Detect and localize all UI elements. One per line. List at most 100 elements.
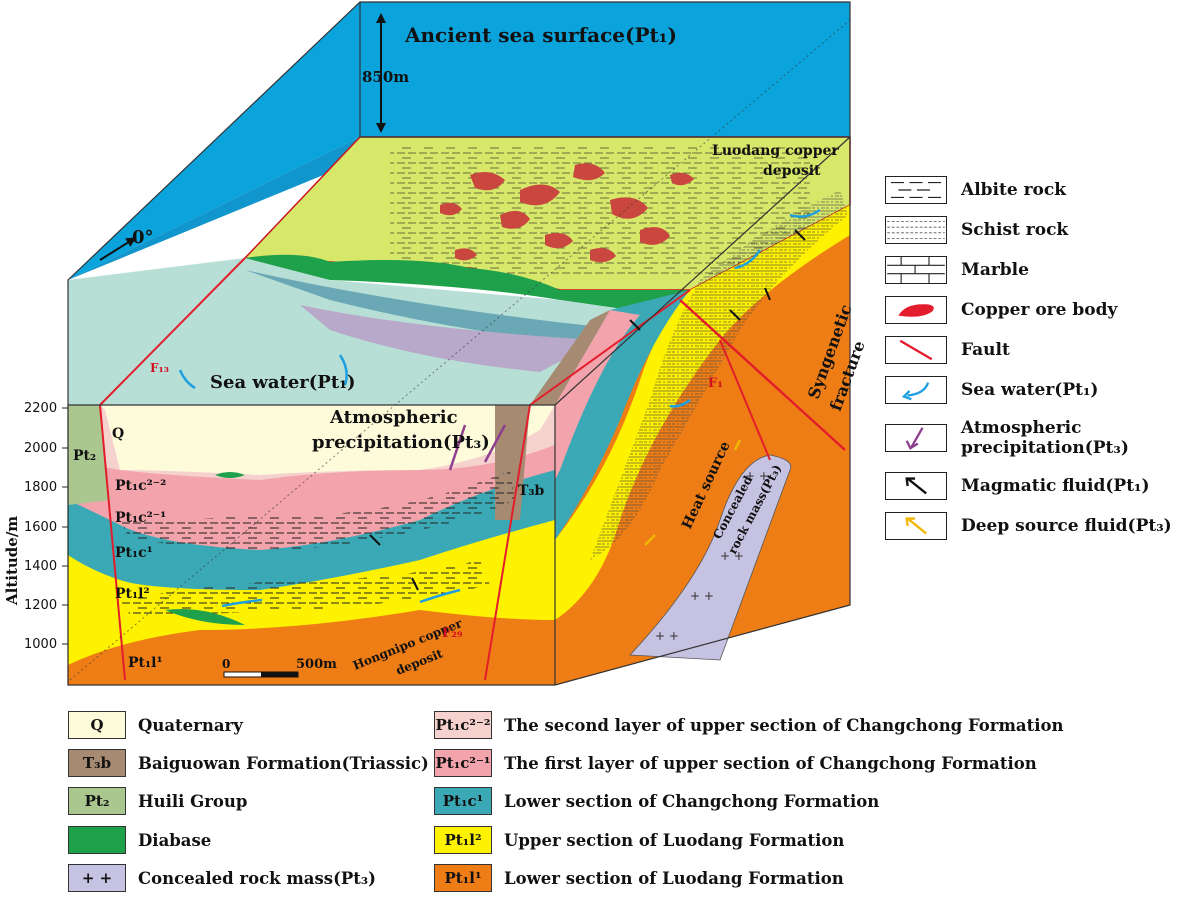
legend-atmos: Atmospheric precipitation(Pt₃) xyxy=(885,410,1185,466)
luodang-deposit-label-1: Luodang copper xyxy=(712,143,839,159)
sea-water-lens-blue xyxy=(245,270,660,345)
l1-swatch: Pt₁l¹ xyxy=(434,864,492,892)
seawater-label: Sea water(Pt₁) xyxy=(961,380,1099,400)
scale-end: 500m xyxy=(296,657,337,672)
copper-ore-bodies xyxy=(440,163,694,263)
deep-arrow-icon xyxy=(885,512,947,540)
sea-water-label: Sea water(Pt₁) xyxy=(210,372,356,393)
right-face-brown xyxy=(530,310,610,405)
y-tick-1800: 1800 xyxy=(24,480,57,495)
marble-swatch xyxy=(885,256,947,284)
fault-swatch xyxy=(885,336,947,364)
fault-f13-label: F₁₃ xyxy=(150,361,169,375)
y-tick-2200: 2200 xyxy=(24,401,57,416)
svg-text:+ +: + + xyxy=(745,469,769,483)
concealed-plus-marks: + ++ ++ ++ + xyxy=(655,469,769,643)
fault-f29-label: F₂₉ xyxy=(442,626,463,641)
c22-swatch: Pt₁c²⁻² xyxy=(434,711,492,739)
scale-start: 0 xyxy=(222,657,230,671)
seawater-arrow-icon xyxy=(885,376,947,404)
unit-c1: Pt₁c¹ xyxy=(115,545,153,561)
cs-diabase-lens-2 xyxy=(165,609,245,625)
legend-concealed: + + Concealed rock mass(Pt₃) xyxy=(68,863,376,893)
unit-t3b: T₃b xyxy=(518,483,545,499)
fault-label: Fault xyxy=(961,340,1010,360)
ancient-sea-front xyxy=(68,137,360,280)
legend-quaternary: Q Quaternary xyxy=(68,710,243,740)
marble-label: Marble xyxy=(961,260,1029,280)
unit-c21: Pt₁c²⁻¹ xyxy=(115,510,166,526)
y-axis xyxy=(62,405,69,685)
dotted-guide xyxy=(69,19,851,681)
orientation-label: 0° xyxy=(132,227,154,248)
fault-f13-top xyxy=(99,257,246,406)
ore-label: Copper ore body xyxy=(961,300,1118,320)
unit-l2: Pt₁l² xyxy=(115,586,150,602)
diabase-swatch xyxy=(68,826,126,854)
orientation-arrow xyxy=(99,237,137,261)
right-face-orange xyxy=(555,205,850,685)
c21-swatch: Pt₁c²⁻¹ xyxy=(434,749,492,777)
sea-surface-label: Ancient sea surface(Pt₁) xyxy=(404,23,677,47)
y-tick-1200: 1200 xyxy=(24,598,57,613)
atmos-arrow-icon xyxy=(885,424,947,452)
y-tick-1400: 1400 xyxy=(24,559,57,574)
svg-text:+ +: + + xyxy=(720,549,744,563)
magmatic-arrow-icon xyxy=(885,472,947,500)
legend-marble: Marble xyxy=(885,250,1185,290)
block-outline xyxy=(67,1,851,686)
atmos-label-1: Atmospheric xyxy=(329,407,458,428)
fault-f13 xyxy=(99,404,126,681)
right-schist-zone xyxy=(590,190,848,560)
c1-swatch: Pt₁c¹ xyxy=(434,787,492,815)
l1-label: Lower section of Luodang Formation xyxy=(504,868,844,888)
deep-source-arrows xyxy=(644,439,742,546)
top-diabase-band xyxy=(245,254,700,320)
legend-l1: Pt₁l¹ Lower section of Luodang Formation xyxy=(434,863,844,893)
luodang-deposit-label-2: deposit xyxy=(763,163,821,179)
legend-ore: Copper ore body xyxy=(885,290,1185,330)
fault-f1-label: F₁ xyxy=(708,376,723,391)
baiguowan-swatch: T₃b xyxy=(68,749,126,777)
legend-deep: Deep source fluid(Pt₃) xyxy=(885,506,1185,546)
unit-q: Q xyxy=(112,426,124,442)
concealed-legend-label: Concealed rock mass(Pt₃) xyxy=(138,868,376,888)
cs-huili-group xyxy=(68,405,110,505)
magmatic-label: Magmatic fluid(Pt₁) xyxy=(961,476,1150,496)
fault-f29 xyxy=(484,404,531,681)
sea-water-lens-purple xyxy=(300,305,600,372)
ancient-sea-top xyxy=(68,2,850,280)
cs-albite-upper xyxy=(120,470,515,552)
legend-albite: Albite rock xyxy=(885,170,1185,210)
formation-legend: Q Quaternary T₃b Baiguowan Formation(Tri… xyxy=(68,710,1168,910)
legend-fault: Fault xyxy=(885,330,1185,370)
atmospheric-arrows xyxy=(448,424,507,471)
legend-baiguowan: T₃b Baiguowan Formation(Triassic) xyxy=(68,748,429,778)
right-face-pink xyxy=(555,310,640,480)
baiguowan-label: Baiguowan Formation(Triassic) xyxy=(138,753,429,773)
legend-schist: Schist rock xyxy=(885,210,1185,250)
l2-label: Upper section of Luodang Formation xyxy=(504,830,845,850)
legend-c21: Pt₁c²⁻¹ The first layer of upper section… xyxy=(434,748,1037,778)
y-tick-1600: 1600 xyxy=(24,520,57,535)
atmos-legend-label: Atmospheric precipitation(Pt₃) xyxy=(961,418,1129,458)
albite-label: Albite rock xyxy=(961,180,1067,200)
fault-f29-top xyxy=(529,289,691,406)
schist-swatch xyxy=(885,216,947,244)
quaternary-label: Quaternary xyxy=(138,715,243,735)
deep-label: Deep source fluid(Pt₃) xyxy=(961,516,1172,536)
atmos-label-2: precipitation(Pt₃) xyxy=(312,432,490,453)
svg-text:+ +: + + xyxy=(690,589,714,603)
y-tick-1000: 1000 xyxy=(24,637,57,652)
unit-pt2: Pt₂ xyxy=(73,448,96,464)
legend-huili: Pt₂ Huili Group xyxy=(68,786,247,816)
y-tick-2000: 2000 xyxy=(24,441,57,456)
c22-label: The second layer of upper section of Cha… xyxy=(504,715,1064,735)
y-axis-title: Altitude/m xyxy=(3,516,21,606)
c21-label: The first layer of upper section of Chan… xyxy=(504,753,1037,773)
concealed-rock-mass xyxy=(629,454,792,661)
copper-ore-swatch xyxy=(885,296,947,324)
legend-l2: Pt₁l² Upper section of Luodang Formation xyxy=(434,825,844,855)
l2-swatch: Pt₁l² xyxy=(434,826,492,854)
